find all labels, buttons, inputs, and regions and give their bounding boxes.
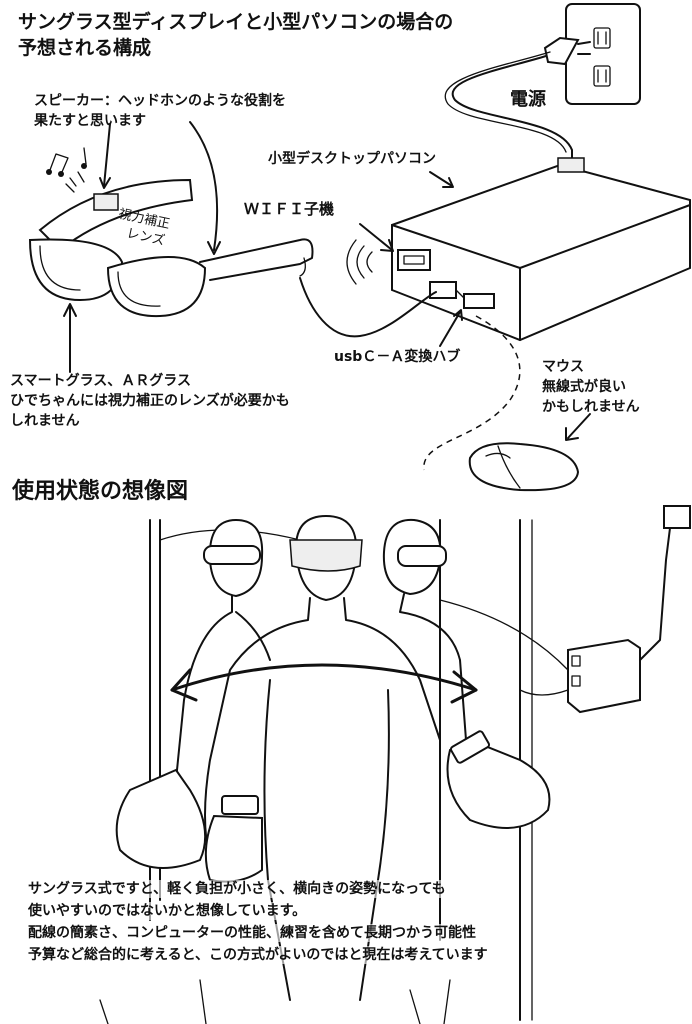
mouse-label-line2: 無線式が良い xyxy=(542,379,626,395)
music-note-icon xyxy=(46,147,87,193)
power-plug xyxy=(543,36,591,66)
hub-label: usbＣ－Ａ変換ハブ xyxy=(334,349,461,365)
figure-left xyxy=(175,518,271,781)
caption-line3: 配線の簡素さ、コンピューターの性能、練習を含めて長期つかう可能性 xyxy=(28,924,476,943)
figure-right xyxy=(382,518,467,741)
wireless-link xyxy=(423,315,521,471)
mouse-label-line1: マウス xyxy=(542,359,584,375)
speaker-label-line1: スピーカー：ヘッドホンのような役割を xyxy=(34,93,286,109)
wifi-label: ＷＩＦＩ子機 xyxy=(244,200,335,218)
usage-heading: 使用状態の想像図 xyxy=(12,479,189,504)
diagram-title-line1: サングラス型ディスプレイと小型パソコンの場合の xyxy=(18,11,454,33)
power-cable xyxy=(451,55,573,161)
diagram-title-line2: 予想される構成 xyxy=(18,37,152,59)
rotation-arrow xyxy=(170,663,478,704)
mini-pc xyxy=(391,157,691,342)
smart-glasses xyxy=(28,178,314,318)
usb-hub xyxy=(429,281,495,309)
caption-line4: 予算など総合的に考えると、この方式がよいのではと現在は考えています xyxy=(28,946,488,965)
pc-label: 小型デスクトップパソコン xyxy=(268,151,436,167)
caption-line2: 使いやすいのではないかと想像しています。 xyxy=(28,902,307,921)
glasses-label-line1: スマートグラス、ＡＲグラス xyxy=(10,373,192,389)
glasses-cable xyxy=(299,277,437,338)
speaker-label-line2: 果たすと思います xyxy=(34,113,146,129)
right-hand xyxy=(446,738,551,829)
mini-pc-bottom xyxy=(439,505,691,714)
glasses-label-line3: しれません xyxy=(10,413,80,429)
power-label: 電源 xyxy=(510,89,546,110)
mouse xyxy=(468,442,580,492)
left-hand xyxy=(115,768,207,869)
glasses-label-line2: ひでちゃんには視力補正のレンズが必要かも xyxy=(10,393,290,409)
caption-line1: サングラス式ですと、軽く負担が小さく、横向きの姿勢になっても xyxy=(28,880,446,899)
wifi-dongle xyxy=(346,239,431,285)
mouse-label-line3: かもしれません xyxy=(542,399,640,415)
